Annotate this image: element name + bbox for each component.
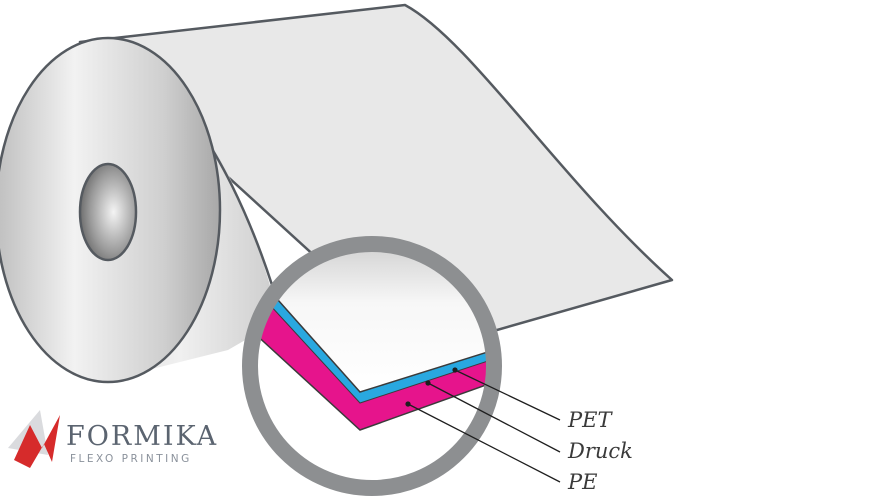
leader-dots bbox=[405, 367, 458, 407]
logo-name: FORMIKA bbox=[66, 421, 218, 452]
formika-logo-mark bbox=[8, 410, 60, 468]
label-pe: PE bbox=[567, 470, 597, 494]
druck-leader bbox=[427, 382, 561, 453]
label-druck: Druck bbox=[567, 439, 633, 463]
formika-logo: FORMIKA FLEXO PRINTING bbox=[8, 410, 218, 468]
label-pet: PET bbox=[567, 408, 613, 432]
logo-tagline: FLEXO PRINTING bbox=[70, 453, 192, 465]
leader-lines bbox=[407, 369, 561, 483]
magnifier-ring bbox=[242, 236, 502, 496]
pet-leader bbox=[454, 369, 561, 421]
pe-leader bbox=[407, 403, 561, 483]
roll-core-hole bbox=[78, 162, 138, 262]
film-sheet bbox=[78, 3, 674, 354]
layer-pe-band bbox=[250, 290, 494, 430]
